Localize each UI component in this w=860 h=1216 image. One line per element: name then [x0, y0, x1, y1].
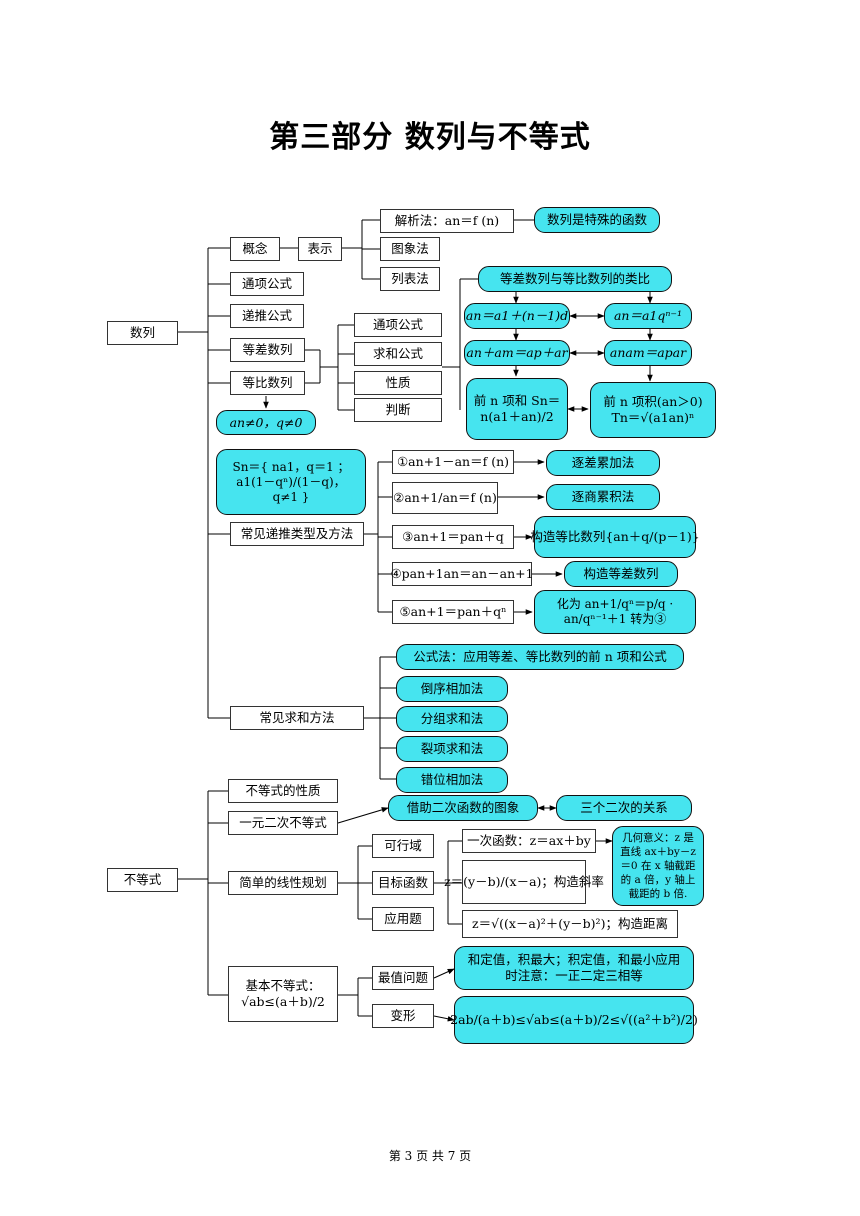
node-bianxing-formula: 2ab/(a＋b)≤√ab≤(a＋b)/2≤√((a²＋b²)/2): [450, 996, 698, 1044]
node-yingyong: 应用题: [372, 907, 434, 931]
node-tongxiang: 通项公式: [230, 272, 304, 296]
node-zuizhi: 最值问题: [372, 966, 434, 990]
node-r4m: 构造等差数列: [564, 561, 678, 587]
node-qiuhe: 常见求和方法: [230, 706, 364, 730]
node-r5m: 化为 an+1/qⁿ＝p/q · an/qⁿ⁻¹＋1 转为③: [534, 590, 696, 634]
node-s4: 裂项求和法: [396, 736, 508, 762]
node-s2: 倒序相加法: [396, 676, 508, 702]
node-ts-panduan: 判断: [354, 398, 442, 422]
page-title: 第三部分 数列与不等式: [269, 120, 591, 155]
node-leibi: 等差数列与等比数列的类比: [478, 266, 672, 292]
node-dengcha: 等差数列: [230, 338, 305, 362]
node-ac-formula: an＝a1＋(n－1)d: [464, 303, 570, 329]
node-yici: 一次函数：z＝ax＋by: [462, 829, 596, 853]
node-xingzhi: 不等式的性质: [228, 779, 338, 803]
page-footer: 第 3 页 共 7 页: [388, 1149, 472, 1163]
node-r4: ④pan+1an＝an－an+1: [390, 562, 534, 586]
node-cond: an≠0，q≠0: [216, 410, 316, 435]
node-sange: 三个二次的关系: [556, 795, 692, 821]
node-r2: ②an+1/an＝f (n): [392, 482, 498, 514]
node-r1: ①an+1－an＝f (n): [392, 450, 514, 474]
node-yiyuan: 一元二次不等式: [228, 811, 338, 835]
node-s5: 错位相加法: [396, 767, 508, 793]
node-budengshi: 不等式: [107, 868, 178, 892]
node-jiexi: 解析法：an＝f (n): [380, 209, 514, 233]
node-jiezhu: 借助二次函数的图象: [388, 795, 538, 821]
node-ag-formula: an＝a1qⁿ⁻¹: [604, 303, 692, 329]
node-r3: ③an+1＝pan＋q: [392, 525, 514, 549]
node-r3m: 构造等比数列{an＋q/(p－1)}: [530, 516, 700, 558]
node-kexing: 可行域: [372, 834, 434, 858]
node-zuizhi-note: 和定值，积最大；积定值，和最小应用时注意：一正二定三相等: [454, 946, 694, 990]
node-ts-qiuhe: 求和公式: [354, 342, 442, 366]
node-juli: z＝√((x－a)²＋(y－b)²)；构造距离: [462, 910, 678, 938]
node-teshu: 数列是特殊的函数: [534, 207, 660, 233]
node-jihe: 几何意义：z 是直线 ax＋by－z＝0 在 x 轴截距的 a 倍，y 轴上截距…: [612, 826, 704, 906]
node-s3: 分组求和法: [396, 706, 508, 732]
node-ag-prop: anam＝apar: [604, 340, 692, 366]
node-r1m: 逐差累加法: [546, 450, 660, 476]
node-shulie: 数列: [107, 321, 178, 345]
node-ditui: 递推公式: [230, 304, 304, 328]
node-ts-tongxiang: 通项公式: [354, 313, 442, 337]
node-jiben: 基本不等式：√ab≤(a＋b)/2: [228, 966, 338, 1022]
node-ac-prop: an＋am＝ap＋ar: [464, 340, 570, 366]
node-mubiao: 目标函数: [372, 871, 434, 895]
node-gainian: 概念: [230, 237, 280, 261]
node-r2m: 逐商累积法: [546, 484, 660, 510]
node-tuxiang: 图象法: [380, 237, 440, 261]
node-xianxing: 简单的线性规划: [228, 871, 338, 895]
node-r5: ⑤an+1＝pan＋qⁿ: [392, 600, 514, 624]
node-gsum: Sn＝{ na1，q＝1 ； a1(1－qⁿ)/(1－q)，q≠1 }: [216, 449, 366, 515]
node-ac-sum: 前 n 项和 Sn＝n(a1＋an)/2: [466, 378, 568, 440]
node-ditui-types: 常见递推类型及方法: [230, 522, 364, 546]
node-ag-prod: 前 n 项积(an＞0) Tn＝√(a1an)ⁿ: [590, 382, 716, 438]
node-liebiao: 列表法: [380, 267, 440, 291]
node-bianxing: 变形: [372, 1004, 434, 1028]
node-xielv: z＝(y－b)/(x－a)；构造斜率: [444, 860, 604, 904]
node-biaoshi: 表示: [298, 237, 342, 261]
node-s1: 公式法：应用等差、等比数列的前 n 项和公式: [396, 644, 684, 670]
node-ts-xingzhi: 性质: [354, 371, 442, 395]
node-dengbi: 等比数列: [230, 371, 305, 395]
